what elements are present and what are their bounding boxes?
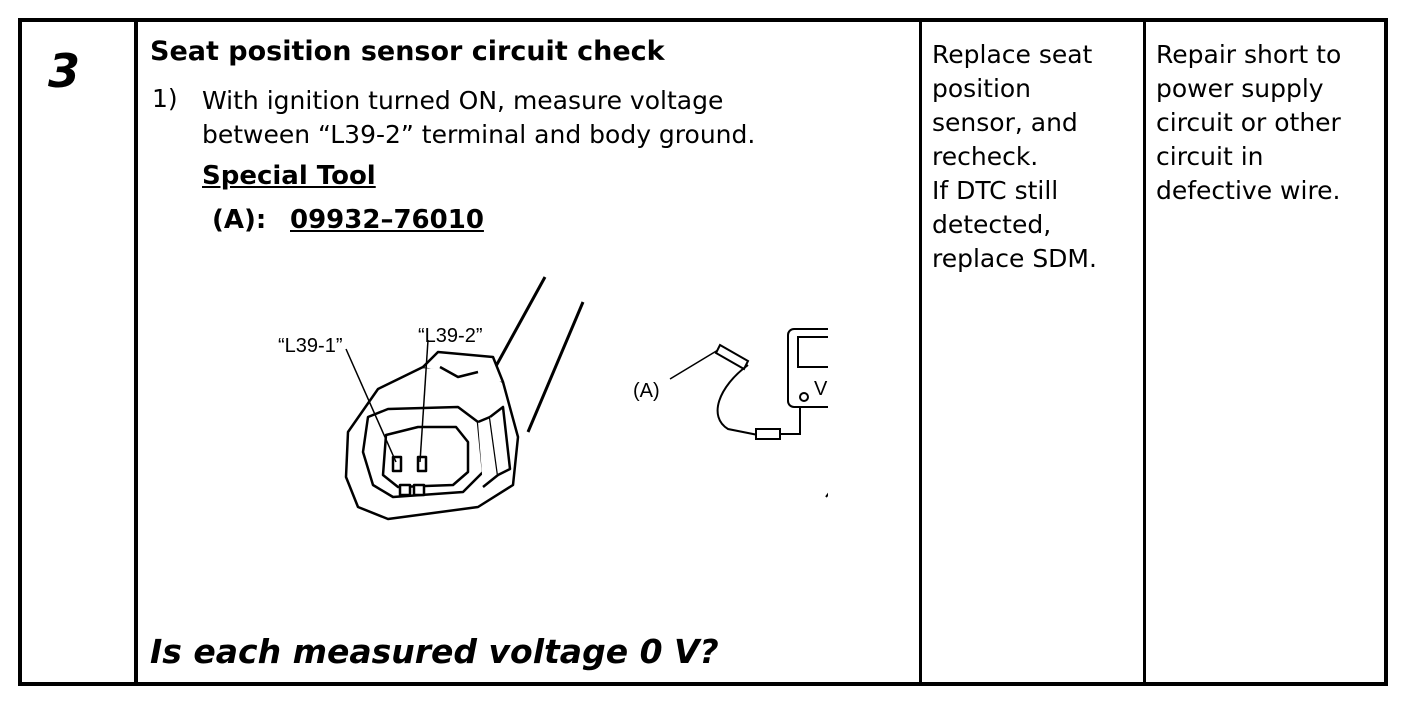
item-number: 1) xyxy=(152,84,178,113)
measurement-diagram: “L39-1” “L39-2” V (A) xyxy=(278,276,828,521)
check-question: Is each measured voltage 0 V? xyxy=(150,632,719,671)
no-action: Repair short to power supply circuit or … xyxy=(1156,40,1342,205)
check-cell: Seat position sensor circuit check 1) Wi… xyxy=(138,22,922,682)
meter-symbol: V xyxy=(814,378,828,400)
check-title: Seat position sensor circuit check xyxy=(150,36,665,67)
tool-callout: (A) xyxy=(633,380,660,402)
voltmeter-illustration xyxy=(669,328,828,498)
terminal-label-l39-1: “L39-1” xyxy=(278,335,342,357)
step-number: 3 xyxy=(48,44,81,98)
yes-action: Replace seat position sensor, and rechec… xyxy=(932,40,1097,273)
no-cell: Repair short to power supply circuit or … xyxy=(1146,22,1384,682)
diagnostic-table: 3 Seat position sensor circuit check 1) … xyxy=(18,18,1388,686)
step-cell: 3 xyxy=(22,22,138,682)
instruction-line-1: With ignition turned ON, measure voltage xyxy=(202,86,724,115)
tool-number: 09932–76010 xyxy=(290,205,484,235)
terminal-label-l39-2: “L39-2” xyxy=(418,325,482,347)
item-instruction: With ignition turned ON, measure voltage… xyxy=(202,84,755,152)
connector-illustration xyxy=(344,350,520,521)
yes-cell: Replace seat position sensor, and rechec… xyxy=(922,22,1146,682)
tool-label: (A): xyxy=(212,205,267,235)
instruction-line-2: between “L39-2” terminal and body ground… xyxy=(202,120,756,149)
special-tool-heading: Special Tool xyxy=(202,161,376,191)
